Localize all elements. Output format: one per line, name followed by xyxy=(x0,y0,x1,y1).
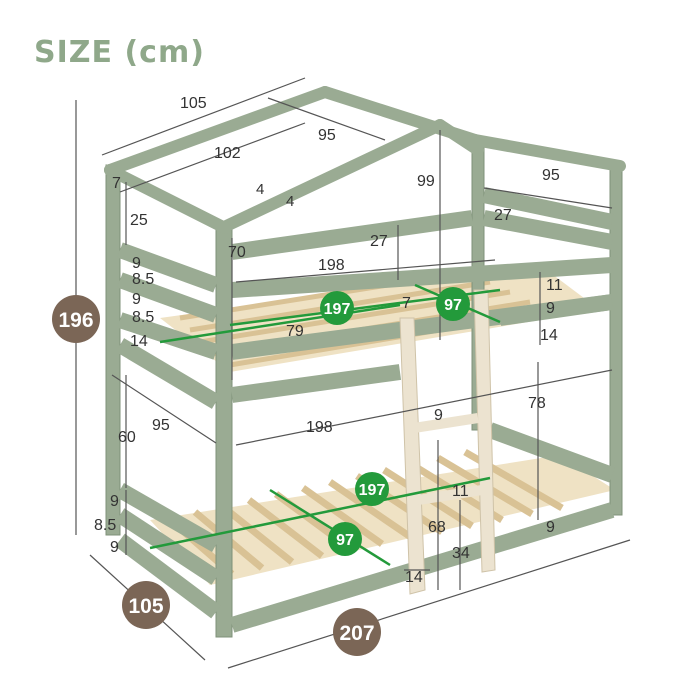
dim-roof-beam-w: 4 xyxy=(286,193,294,210)
dim-back-depth: 95 xyxy=(542,167,560,184)
dim-upper-rail-14: 14 xyxy=(540,327,558,344)
dim-upper-inner-length: 198 xyxy=(318,257,345,274)
depth-badge: 105 xyxy=(122,581,170,629)
dim-side-rail-gap: 27 xyxy=(494,207,512,224)
ladder xyxy=(399,289,496,595)
height-badge: 196 xyxy=(52,295,100,343)
dim-lower-rail-9b: 9 xyxy=(110,539,119,556)
dim-roof-inner-depth: 95 xyxy=(318,127,336,144)
dim-roof-beam-h: 4 xyxy=(256,181,264,198)
dim-step-bottom: 34 xyxy=(452,545,470,562)
dim-left-rail-14: 14 xyxy=(130,333,148,350)
dim-left-rail-9a: 9 xyxy=(132,255,141,272)
dim-ladder-foot: 14 xyxy=(405,569,423,586)
dim-gable-left: 25 xyxy=(130,212,148,229)
svg-text:97: 97 xyxy=(444,297,462,314)
dim-lower-depth: 95 xyxy=(152,417,170,434)
dim-step-height: 68 xyxy=(428,519,446,536)
page-title: SIZE (cm) xyxy=(34,35,205,70)
dim-roof-peak-height: 99 xyxy=(417,173,435,190)
dim-step-gap: 11 xyxy=(452,483,469,500)
dim-left-rail-9b: 9 xyxy=(132,291,141,308)
dim-lower-clear-height: 60 xyxy=(118,429,136,446)
lower-width-badge: 97 xyxy=(328,522,362,556)
dim-left-rail-85b: 8.5 xyxy=(132,309,154,326)
svg-text:197: 197 xyxy=(324,301,351,318)
length-badge: 207 xyxy=(333,608,381,656)
dim-roof-inner-width: 102 xyxy=(214,145,241,162)
svg-text:105: 105 xyxy=(128,595,163,618)
dim-upper-rail-9: 9 xyxy=(546,300,555,317)
dim-lower-rail-85: 8.5 xyxy=(94,517,116,534)
upper-length-badge: 197 xyxy=(320,291,354,325)
lower-slats xyxy=(165,448,564,577)
upper-width-badge: 97 xyxy=(436,287,470,321)
dimension-labels: 105 95 102 7 4 4 25 70 99 95 27 27 198 1… xyxy=(94,95,563,586)
svg-text:197: 197 xyxy=(359,482,386,499)
svg-text:97: 97 xyxy=(336,532,354,549)
dim-ladder-gap: 7 xyxy=(402,295,411,312)
dim-gable-height: 70 xyxy=(228,244,246,261)
dim-roof-depth: 105 xyxy=(180,95,207,112)
dim-ladder-opening: 79 xyxy=(286,323,304,340)
dim-step-width: 9 xyxy=(434,407,443,424)
svg-text:207: 207 xyxy=(339,622,374,645)
dim-under-height: 78 xyxy=(528,395,546,412)
svg-text:196: 196 xyxy=(58,309,93,332)
dim-lower-right-9: 9 xyxy=(546,519,555,536)
dim-lower-inner-length: 198 xyxy=(306,419,333,436)
dim-left-rail-85a: 8.5 xyxy=(132,271,154,288)
dim-upper-rail-11: 11 xyxy=(546,277,563,294)
dim-lower-rail-9a: 9 xyxy=(110,493,119,510)
roof-frame xyxy=(104,86,626,234)
dim-upper-rail-gap: 27 xyxy=(370,233,388,250)
lower-length-badge: 197 xyxy=(355,472,389,506)
dim-roof-top-left: 7 xyxy=(112,175,121,192)
upper-rails xyxy=(115,187,614,409)
